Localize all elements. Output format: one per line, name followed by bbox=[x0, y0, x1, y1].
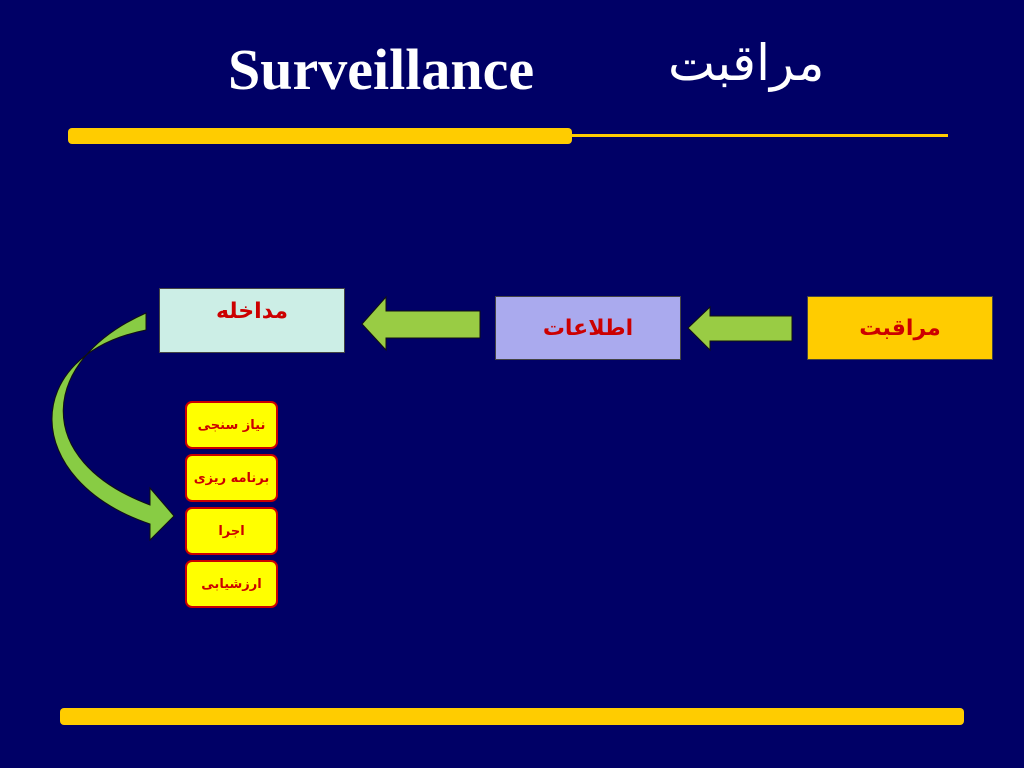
arrow-left-icon bbox=[687, 305, 793, 352]
step-evaluation: ارزشیابی bbox=[185, 560, 278, 608]
footer-rule bbox=[60, 708, 964, 725]
title-underline-thin bbox=[568, 134, 948, 137]
surveillance-label: مراقبت bbox=[859, 315, 941, 341]
information-box: اطلاعات bbox=[495, 296, 681, 360]
title-persian: مراقبت bbox=[668, 34, 825, 92]
title-underline-thick bbox=[68, 128, 572, 144]
slide-title: Surveillance مراقبت bbox=[0, 30, 1024, 110]
step-label: اجرا bbox=[218, 523, 245, 539]
step-label: برنامه ریزی bbox=[193, 470, 270, 486]
surveillance-box: مراقبت bbox=[807, 296, 993, 360]
information-label: اطلاعات bbox=[542, 315, 634, 341]
step-planning: برنامه ریزی bbox=[185, 454, 278, 502]
step-implementation: اجرا bbox=[185, 507, 278, 555]
intervention-box: مداخله bbox=[159, 288, 345, 353]
step-label: ارزشیابی bbox=[201, 576, 262, 592]
step-needs-assessment: نیاز سنجی bbox=[185, 401, 278, 449]
curved-arrow-icon bbox=[51, 312, 175, 542]
intervention-label: مداخله bbox=[215, 299, 289, 324]
arrow-left-icon bbox=[361, 295, 481, 352]
step-label: نیاز سنجی bbox=[197, 417, 266, 433]
title-english: Surveillance bbox=[228, 37, 535, 102]
